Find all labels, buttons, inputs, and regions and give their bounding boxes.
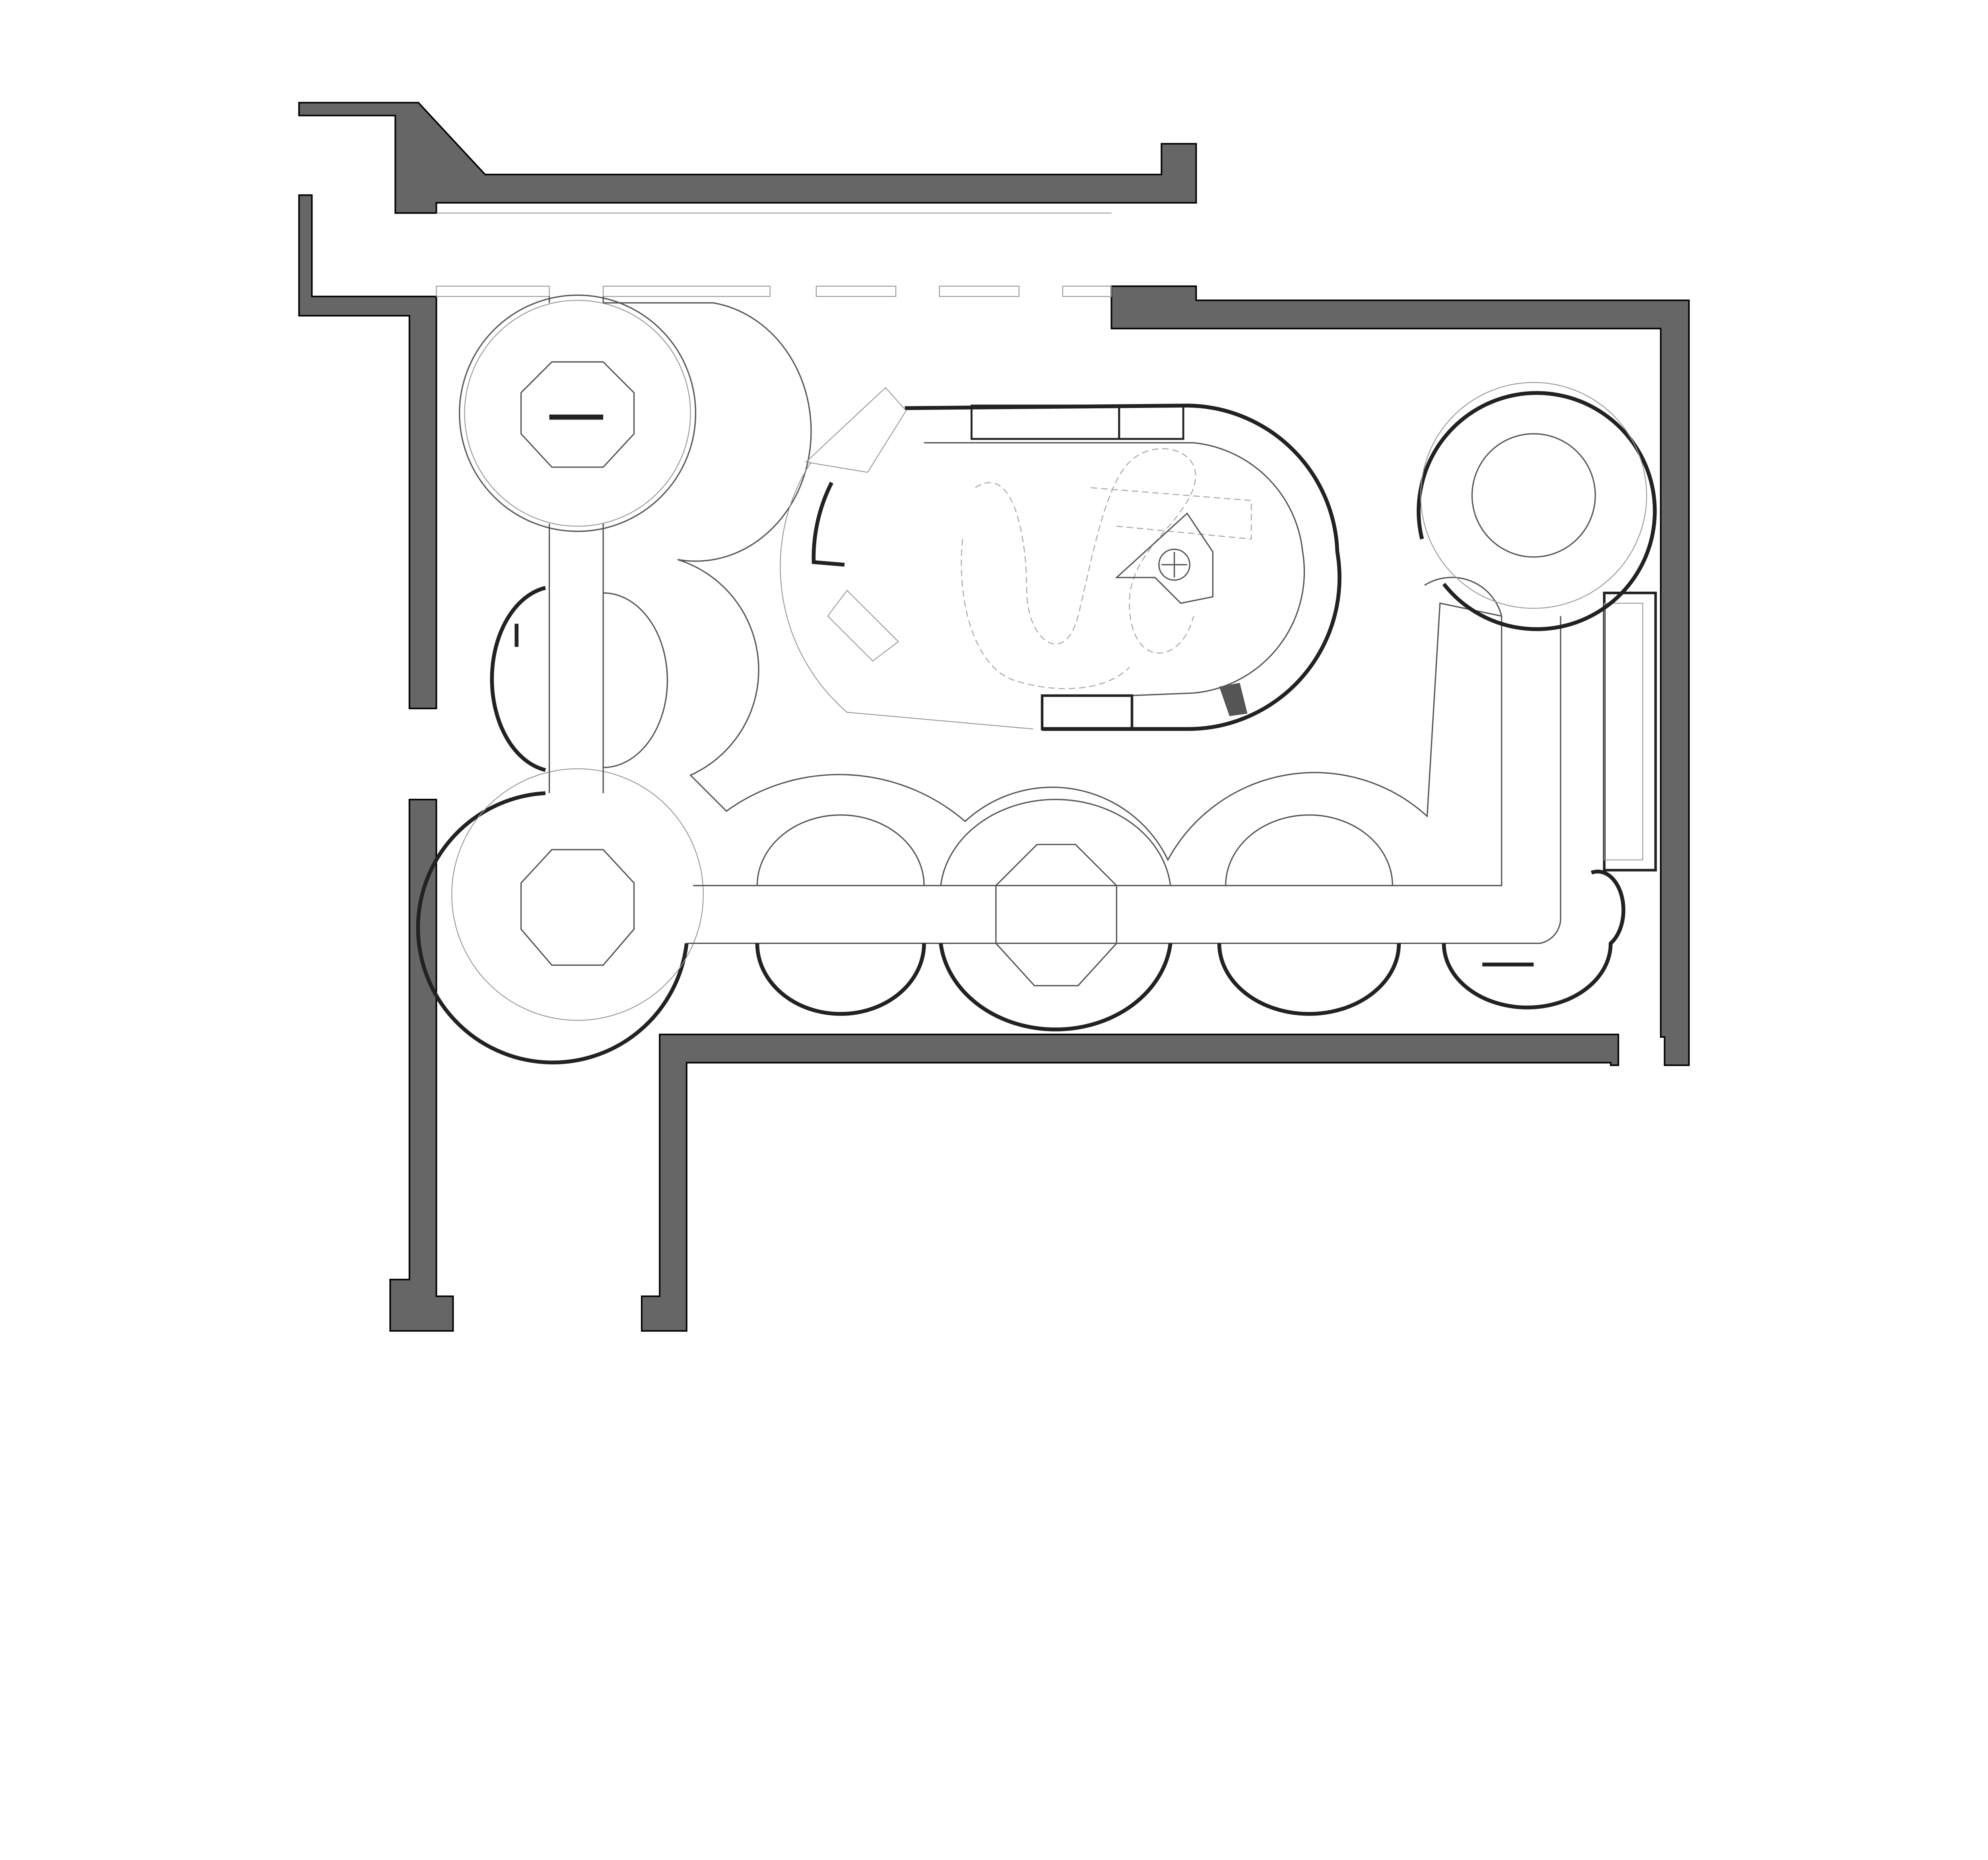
bottom-rooms bbox=[755, 799, 1625, 1031]
top-wall bbox=[298, 102, 1197, 214]
right-circular-room bbox=[1417, 382, 1657, 631]
windows bbox=[436, 212, 1657, 872]
right-alcove-inner bbox=[1604, 602, 1643, 860]
exterior-walls bbox=[298, 102, 1690, 1332]
right-wall bbox=[1110, 285, 1690, 1066]
central-track-area bbox=[780, 387, 1342, 731]
bench bbox=[514, 623, 519, 647]
top-left-room bbox=[458, 294, 697, 532]
corridor bbox=[548, 296, 1561, 944]
bottom-wall bbox=[641, 1033, 1619, 1332]
left-lower-wall bbox=[389, 799, 454, 1332]
window bbox=[602, 285, 771, 297]
bench bbox=[1482, 962, 1534, 967]
left-upper-wall bbox=[298, 194, 437, 709]
floor-plan-container bbox=[298, 102, 1690, 1332]
plus-marker-icon bbox=[1158, 548, 1190, 581]
bench bbox=[549, 414, 604, 420]
track-path bbox=[975, 448, 1196, 654]
floor-plan bbox=[298, 102, 1690, 1332]
window bbox=[939, 285, 1020, 297]
right-alcove bbox=[1603, 592, 1657, 872]
window bbox=[436, 285, 550, 297]
bottom-left-room bbox=[416, 768, 704, 1064]
window bbox=[1062, 285, 1112, 297]
left-semicircle-room bbox=[490, 586, 668, 772]
window bbox=[815, 285, 897, 297]
